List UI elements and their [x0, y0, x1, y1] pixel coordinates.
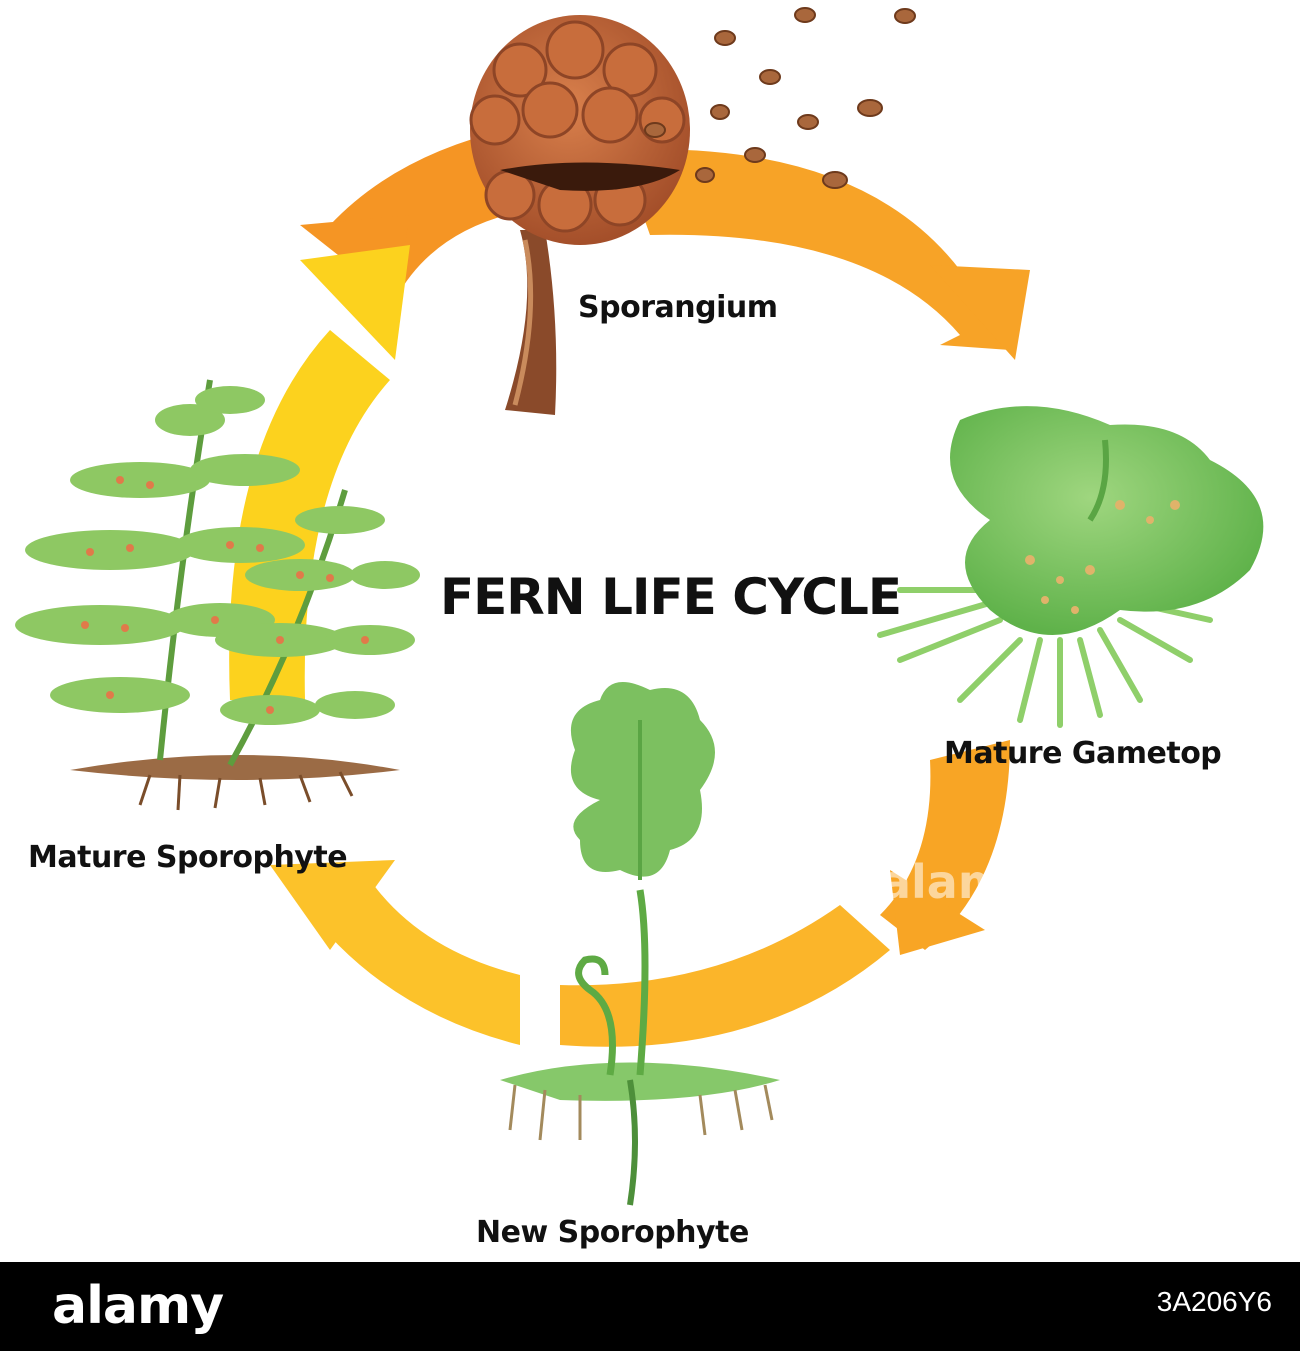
sporangium-illustration [469, 7, 916, 415]
label-mature-gametophyte: Mature Gametop [944, 736, 1222, 771]
arrow-new-to-mature-sporophyte [300, 880, 520, 1045]
footer-brand-logo: alamy [52, 1276, 224, 1336]
arrow-head-right [890, 870, 985, 955]
arrow-sporangium-to-gametophyte [620, 149, 1020, 350]
gametophyte-illustration [877, 406, 1264, 728]
label-mature-sporophyte: Mature Sporophyte [28, 840, 348, 875]
diagram-title: FERN LIFE CYCLE [440, 568, 902, 626]
watermark: alamy [880, 855, 1036, 909]
arrow-head-bottom-left [270, 860, 395, 950]
arrow-head-top-right [930, 265, 1030, 360]
footer-bar: alamy 3A206Y6 [0, 1262, 1300, 1351]
label-sporangium: Sporangium [578, 290, 778, 325]
spores [644, 7, 916, 189]
mature-sporophyte-illustration [15, 379, 420, 811]
new-sporophyte-illustration [500, 682, 780, 1206]
label-new-sporophyte: New Sporophyte [476, 1215, 749, 1250]
diagram-artwork [15, 7, 1264, 1206]
footer-image-id: 3A206Y6 [1156, 1286, 1272, 1317]
arrow-head-left [300, 245, 410, 360]
